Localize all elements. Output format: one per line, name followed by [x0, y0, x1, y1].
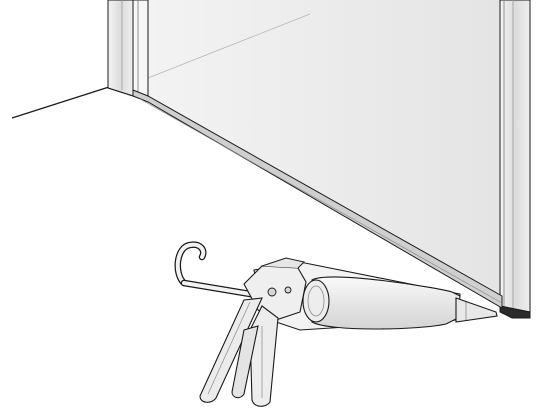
trigger-handle	[249, 305, 279, 407]
door-threshold	[107, 87, 503, 309]
glass-panel	[147, 0, 502, 296]
wall-floor-corner	[11, 86, 110, 119]
caulk-cartridge	[311, 276, 461, 330]
cartridge-end-cap	[302, 279, 330, 323]
left-door-frame	[107, 0, 149, 99]
right-door-frame	[499, 0, 531, 319]
fixed-handle	[199, 297, 263, 403]
caulk-gun	[174, 241, 498, 407]
